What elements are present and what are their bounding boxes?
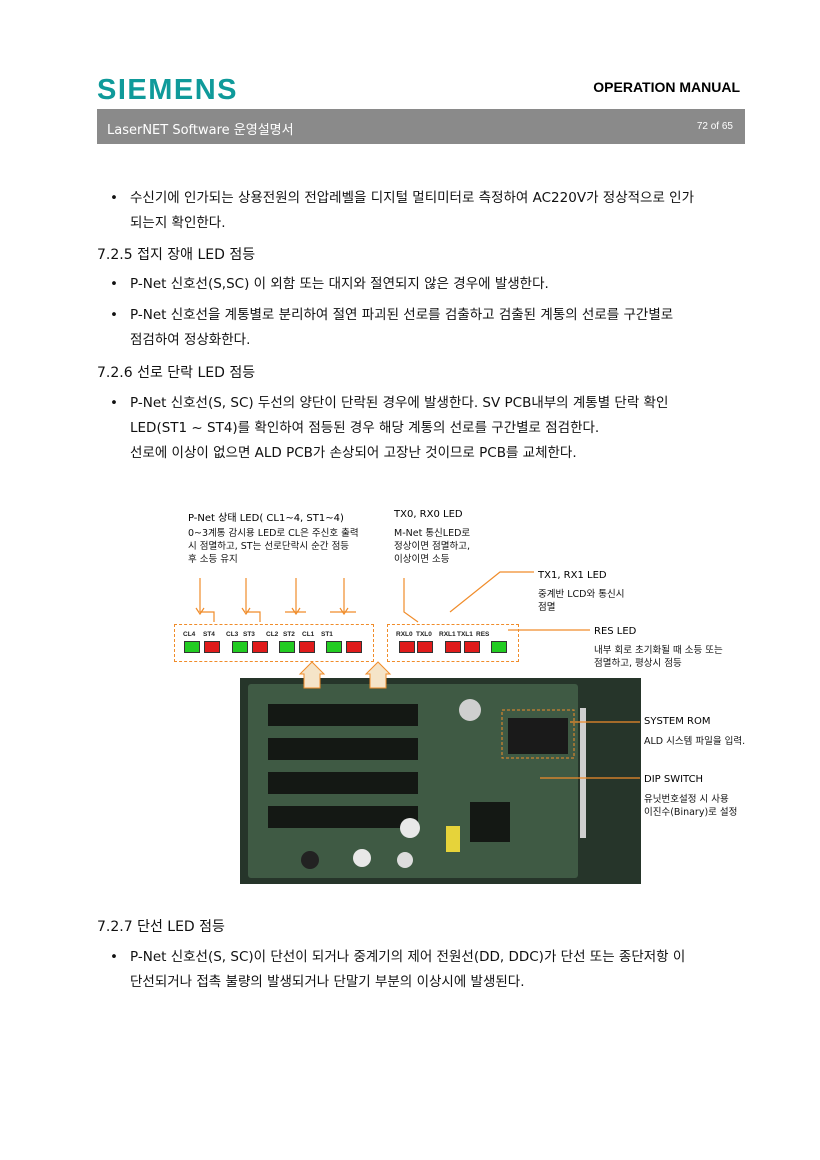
led-label: ST4 xyxy=(203,631,215,638)
led-st3 xyxy=(252,641,268,653)
bullet-725-1: • P-Net 신호선(S,SC) 이 외함 또는 대지와 절연되지 않은 경우… xyxy=(110,272,745,297)
system-rom-title: SYSTEM ROM xyxy=(644,716,711,727)
bullet-line: P-Net 신호선(S, SC) 두선의 양단이 단락된 경우에 발생한다. S… xyxy=(130,395,669,411)
bullet-dot: • xyxy=(110,307,118,323)
bullet-line: 수신기에 인가되는 상용전원의 전압레벨을 디지털 멀티미터로 측정하여 AC2… xyxy=(130,190,695,206)
bullet-line: 선로에 이상이 없으면 ALD PCB가 손상되어 고장난 것이므로 PCB를 … xyxy=(130,445,577,461)
bullet-line: LED(ST1 ~ ST4)를 확인하여 점등된 경우 해당 계통의 선로를 구… xyxy=(130,420,600,436)
led-label: TXL0 xyxy=(416,631,432,638)
led-res xyxy=(491,641,507,653)
led-txl0 xyxy=(417,641,433,653)
tx1-led-title: TX1, RX1 LED xyxy=(538,570,607,581)
desc-line: M-Net 통신LED로 xyxy=(394,528,471,539)
led-cl3 xyxy=(232,641,248,653)
led-cl2 xyxy=(279,641,295,653)
led-label: RXL0 xyxy=(396,631,413,638)
led-label: CL3 xyxy=(226,631,239,638)
led-label: CL1 xyxy=(302,631,315,638)
led-label: ST3 xyxy=(243,631,255,638)
bullet-line: 단선되거나 접촉 불량의 발생되거나 단말기 부분의 이상시에 발생된다. xyxy=(130,974,525,990)
section-heading-726: 7.2.6 선로 단락 LED 점등 xyxy=(97,365,256,381)
bullet-line: P-Net 신호선(S, SC)이 단선이 되거나 중계기의 제어 전원선(DD… xyxy=(130,949,686,965)
system-rom-desc: ALD 시스템 파일을 입력. xyxy=(644,736,746,747)
bullet-line: P-Net 신호선을 계통별로 분리하여 절연 파괴된 선로를 검출하고 검출된… xyxy=(130,307,674,323)
bullet-726: • P-Net 신호선(S, SC) 두선의 양단이 단락된 경우에 발생한다.… xyxy=(110,391,745,466)
desc-line: 중계반 LCD와 통신시 xyxy=(538,589,625,600)
bullet-725-2: • P-Net 신호선을 계통별로 분리하여 절연 파괴된 선로를 검출하고 검… xyxy=(110,303,745,353)
led-label: ST1 xyxy=(321,631,333,638)
tx0-led-title: TX0, RX0 LED xyxy=(394,509,463,520)
desc-line: 0~3계통 감시용 LED로 CL은 주신호 출력 xyxy=(188,528,359,539)
bullet-dot: • xyxy=(110,276,118,292)
pcb-illustration xyxy=(240,678,641,884)
desc-line: 유닛번호설정 시 사용 xyxy=(644,794,729,805)
led-cl4 xyxy=(184,641,200,653)
bullet-line: 점검하여 정상화한다. xyxy=(130,332,251,348)
led-label: CL2 xyxy=(266,631,279,638)
led-st2 xyxy=(299,641,315,653)
led-st4 xyxy=(204,641,220,653)
page-number: 72 of 65 xyxy=(696,121,733,132)
led-label: TXL1 xyxy=(457,631,473,638)
bullet-dot: • xyxy=(110,395,118,411)
tx0-led-desc: M-Net 통신LED로 정상이면 점멸하고, 이상이면 소등 xyxy=(394,527,470,566)
bullet-dot: • xyxy=(110,949,118,965)
led-label: ST2 xyxy=(283,631,295,638)
doc-title: LaserNET Software 운영설명서 xyxy=(107,123,294,138)
bullet-dot: • xyxy=(110,190,118,206)
desc-line: 후 소등 유지 xyxy=(188,554,238,565)
pnet-led-title: P-Net 상태 LED( CL1~4, ST1~4) xyxy=(188,513,344,524)
led-label: RES xyxy=(476,631,490,638)
desc-line: 점멸 xyxy=(538,602,556,613)
led-label: RXL1 xyxy=(439,631,456,638)
section-heading-727: 7.2.7 단선 LED 점등 xyxy=(97,919,225,935)
bullet-line: 되는지 확인한다. xyxy=(130,215,226,231)
bullet-727: • P-Net 신호선(S, SC)이 단선이 되거나 중계기의 제어 전원선(… xyxy=(110,945,745,995)
desc-line: 정상이면 점멸하고, xyxy=(394,541,470,552)
siemens-logo: SIEMENS xyxy=(97,74,239,106)
led-rxl1 xyxy=(445,641,461,653)
led-txl1 xyxy=(464,641,480,653)
tx1-led-desc: 중계반 LCD와 통신시 점멸 xyxy=(538,588,624,614)
dip-switch-desc: 유닛번호설정 시 사용 이진수(Binary)로 설정 xyxy=(644,793,737,819)
desc-line: 이상이면 소등 xyxy=(394,554,450,565)
bullet-line: P-Net 신호선(S,SC) 이 외함 또는 대지와 절연되지 않은 경우에 … xyxy=(130,276,549,292)
bullet-ac-power: • 수신기에 인가되는 상용전원의 전압레벨을 디지털 멀티미터로 측정하여 A… xyxy=(110,186,745,236)
section-heading-725: 7.2.5 접지 장애 LED 점등 xyxy=(97,247,256,263)
desc-line: 시 점멸하고, ST는 선로단락시 순간 점등 xyxy=(188,541,350,552)
pnet-led-panel: CL4 ST4 CL3 ST3 CL2 ST2 CL1 ST1 xyxy=(174,624,374,662)
res-led-desc: 내부 회로 초기화될 때 소등 또는 점멸하고, 평상시 점등 xyxy=(594,644,723,670)
res-led-title: RES LED xyxy=(594,626,637,637)
led-cl1 xyxy=(326,641,342,653)
pcb-photo xyxy=(240,678,641,884)
comm-led-panel: RXL0 TXL0 RXL1 TXL1 RES xyxy=(387,624,519,662)
led-label: CL4 xyxy=(183,631,196,638)
header-band: LaserNET Software 운영설명서 72 of 65 xyxy=(97,109,745,144)
led-rxl0 xyxy=(399,641,415,653)
desc-line: 이진수(Binary)로 설정 xyxy=(644,807,738,818)
led-st1 xyxy=(346,641,362,653)
pnet-led-desc: 0~3계통 감시용 LED로 CL은 주신호 출력 시 점멸하고, ST는 선로… xyxy=(188,527,359,566)
desc-line: 점멸하고, 평상시 점등 xyxy=(594,658,682,669)
manual-label: OPERATION MANUAL xyxy=(593,79,740,95)
dip-switch-title: DIP SWITCH xyxy=(644,774,704,785)
desc-line: 내부 회로 초기화될 때 소등 또는 xyxy=(594,645,723,656)
